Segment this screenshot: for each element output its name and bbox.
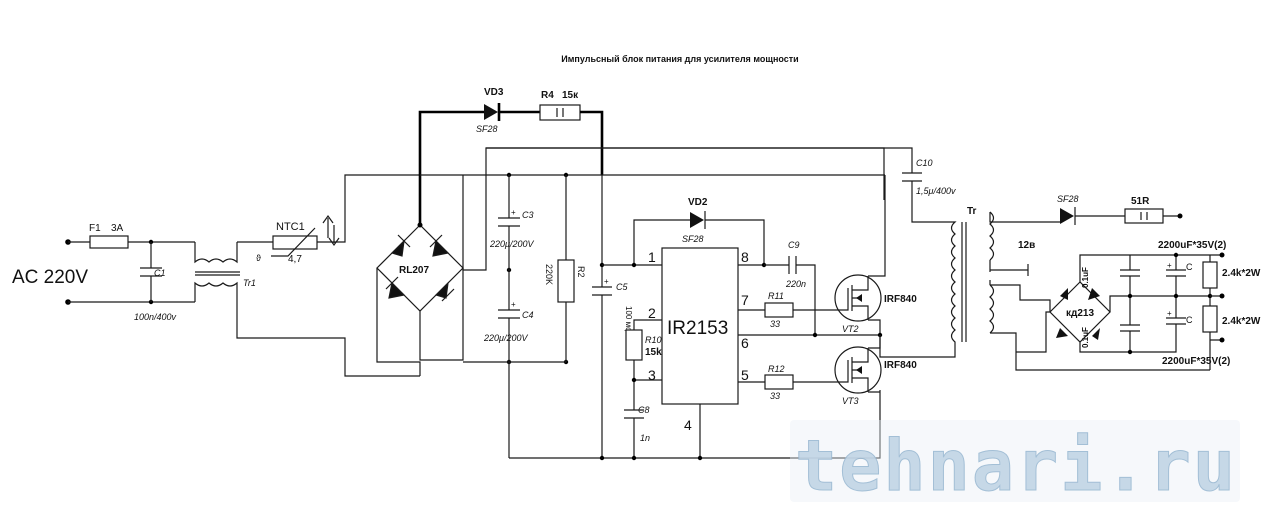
vd3-name: VD3	[484, 87, 504, 98]
r11-name: R11	[768, 291, 784, 301]
ntc-symbol: ϑ	[256, 253, 261, 263]
big-cap-bottom-label: 2200uF*35V(2)	[1162, 356, 1230, 367]
tr1-label: Tr1	[243, 278, 256, 288]
mosfet-vt3: IRF840 VT3	[834, 335, 917, 406]
small-cap-bottom-label: 0.1uF	[1081, 327, 1090, 348]
capacitor-c5: + C5 100 мф 16в	[592, 262, 633, 458]
ntc-name: NTC1	[276, 221, 305, 233]
diode-vd3: VD3 SF28	[476, 87, 540, 134]
ic-pin-4: 4	[684, 417, 692, 433]
vt2-name: VT2	[842, 324, 859, 334]
ic-name: IR2153	[667, 318, 728, 339]
svg-text:+: +	[511, 208, 516, 217]
fuse-name: F1	[89, 223, 101, 234]
svg-text:+: +	[604, 277, 609, 286]
fuse-f1	[89, 235, 129, 249]
r51-value: 51R	[1131, 196, 1150, 207]
resistor-2k4-top	[1202, 261, 1218, 289]
ntc-thermistor	[272, 235, 318, 250]
resistor-r11	[764, 302, 794, 318]
vt3-name: VT3	[842, 396, 859, 406]
ic-pin-1: 1	[648, 249, 656, 265]
small-cap-top-label: 0.1uF	[1081, 267, 1090, 288]
r11-value: 33	[770, 319, 780, 329]
ic-ir2153: IR2153 1 8 7 6 2 3 5 4 VD2 SF28 C9 220n …	[509, 197, 881, 461]
choke-tr1	[194, 242, 240, 302]
capacitor-c10: C10 1,5μ/400v	[486, 147, 956, 223]
c1-value: 100n/400v	[134, 312, 177, 322]
c4-value: 220μ/200V	[483, 333, 528, 343]
svg-text:+: +	[1167, 261, 1172, 270]
c5-value: 100 мф 16в	[624, 306, 633, 349]
out-bridge-label: кд213	[1066, 308, 1094, 319]
c10-name: C10	[916, 158, 933, 168]
c8-name: C8	[638, 405, 650, 415]
ic-pin-5: 5	[741, 367, 749, 383]
watermark: tehnari.ru	[790, 420, 1240, 508]
c-out-top-label: C	[1186, 262, 1193, 272]
ic-pin-7: 7	[741, 292, 749, 308]
c5-name: C5	[616, 282, 628, 292]
r2-value: 220K	[544, 264, 554, 285]
bulk-capacitors: + + C3 220μ/200V C4 220μ/200V 220K R2	[420, 147, 885, 458]
res-top-label: 2.4k*2W	[1222, 268, 1261, 279]
vd2-value: SF28	[682, 234, 704, 244]
c9-value: 220n	[785, 279, 806, 289]
resistor-51r	[1124, 208, 1164, 224]
svg-text:+: +	[1167, 309, 1172, 318]
vd3-value: SF28	[476, 124, 498, 134]
r12-name: R12	[768, 364, 785, 374]
r12-value: 33	[770, 391, 780, 401]
diode-bridge-rl207: RL207	[376, 222, 464, 376]
input-label: AC 220V	[12, 267, 88, 288]
tr-tap-label: 12в	[1018, 240, 1035, 251]
ic-pin-2: 2	[648, 305, 656, 321]
big-cap-top-label: 2200uF*35V(2)	[1158, 240, 1226, 251]
resistor-r12	[764, 374, 794, 390]
c3-name: C3	[522, 210, 534, 220]
c4-name: C4	[522, 310, 534, 320]
r4-name: R4	[541, 90, 554, 101]
c1-name: C1	[154, 268, 166, 278]
input-section: AC 220V F1 3A C1 100n/400v Tr1 NTC1 4,7 …	[12, 174, 420, 377]
output-section: SF28 51R кд213 + + C C 2200uF*35V(2) 220…	[990, 194, 1261, 371]
ntc-value: 4,7	[288, 254, 302, 265]
out-diode-value: SF28	[1057, 194, 1079, 204]
ic-pin-8: 8	[741, 249, 749, 265]
transformer-tr: Tr 12в	[940, 206, 1060, 358]
ic-pin-6: 6	[741, 335, 749, 351]
c-out-bottom-label: C	[1186, 315, 1193, 325]
vt3-part: IRF840	[884, 360, 917, 371]
ic-pin-3: 3	[648, 367, 656, 383]
resistor-r2	[557, 259, 575, 303]
mosfet-vt2: IRF840 VT2	[834, 175, 917, 335]
tr-name: Tr	[967, 206, 977, 217]
resistor-r4: R4 15к	[539, 90, 604, 287]
r10-value: 15k	[645, 347, 662, 358]
resistor-r10	[625, 329, 643, 361]
diagram-title: Импульсный блок питания для усилителя мо…	[561, 54, 798, 64]
r4-value: 15к	[562, 90, 579, 101]
svg-text:+: +	[511, 300, 516, 309]
c8-value: 1n	[640, 433, 650, 443]
c9-name: C9	[788, 240, 800, 250]
resistor-2k4-bottom	[1202, 305, 1218, 333]
res-bottom-label: 2.4k*2W	[1222, 316, 1261, 327]
c10-value: 1,5μ/400v	[916, 186, 956, 196]
vd2-name: VD2	[688, 197, 708, 208]
r10-name: R10	[645, 335, 662, 345]
bridge-label: RL207	[399, 265, 429, 276]
fuse-value: 3A	[111, 223, 124, 234]
r2-name: R2	[576, 266, 586, 278]
c3-value: 220μ/200V	[489, 239, 534, 249]
vt2-part: IRF840	[884, 294, 917, 305]
